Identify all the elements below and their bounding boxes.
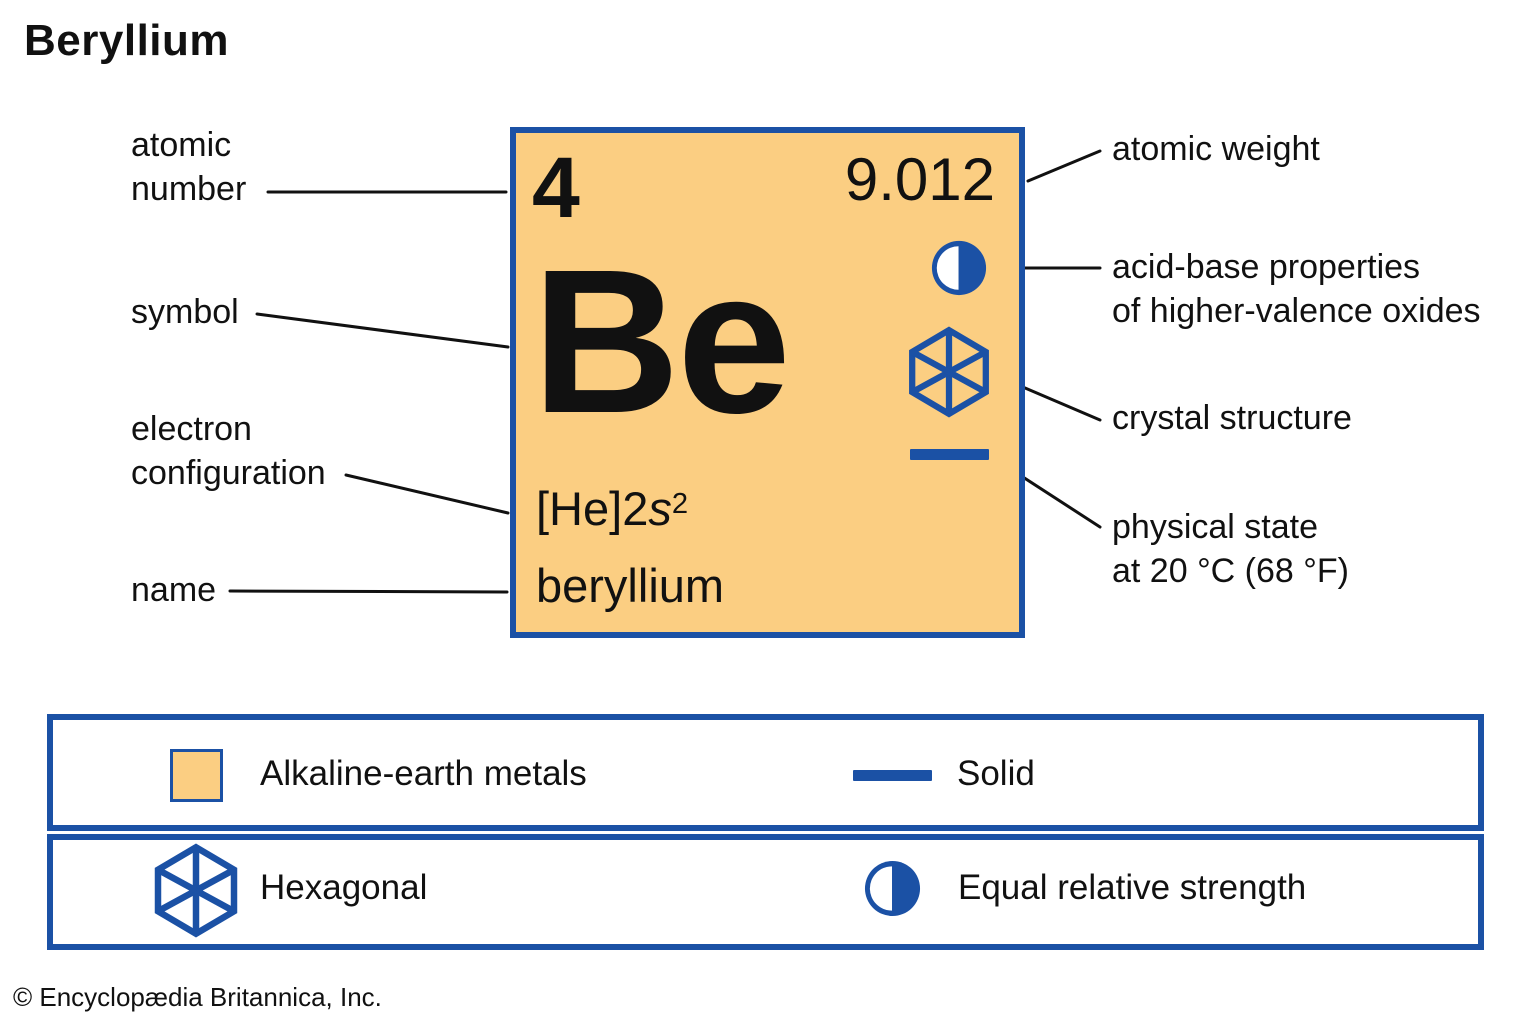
legend-label-solid: Solid: [957, 754, 1035, 793]
econfig-prefix: [He]2: [536, 482, 649, 535]
equal-relative-strength-icon: [864, 860, 921, 917]
hexagon-crystal-icon: [909, 326, 989, 418]
legend-label-equal-relative-strength: Equal relative strength: [958, 868, 1307, 907]
solid-state-line-icon: [910, 449, 989, 460]
element-symbol: Be: [532, 227, 791, 456]
econfig-superscript: 2: [671, 487, 689, 520]
econfig-orbital: s: [648, 482, 672, 535]
page-title: Beryllium: [24, 16, 230, 65]
label-symbol: symbol: [131, 293, 239, 331]
label-acid-base-properties: acid-base properties of higher-valence o…: [1112, 248, 1481, 330]
label-atomic-number: atomic number: [131, 126, 247, 208]
hexagonal-legend-icon: [154, 843, 238, 938]
alkaline-earth-swatch-icon: [170, 749, 223, 802]
copyright-notice: © Encyclopædia Britannica, Inc.: [13, 982, 382, 1012]
half-filled-circle-icon: [931, 240, 987, 296]
legend-row-symbols: Hexagonal Equal relative strength: [47, 834, 1484, 950]
label-crystal-structure: crystal structure: [1112, 399, 1352, 437]
element-card: 4 9.012 Be [He]2s2 beryllium: [510, 127, 1025, 638]
atomic-number-value: 4: [532, 140, 580, 236]
label-name: name: [131, 571, 217, 609]
label-atomic-weight: atomic weight: [1112, 130, 1320, 168]
electron-configuration-value: [He]2s2: [536, 485, 688, 532]
legend-label-hexagonal: Hexagonal: [260, 868, 428, 907]
solid-line-icon: [853, 770, 932, 781]
label-electron-configuration: electron configuration: [131, 410, 326, 492]
element-name: beryllium: [536, 559, 725, 612]
label-physical-state: physical state at 20 °C (68 °F): [1112, 508, 1349, 590]
legend-label-alkaline-earth: Alkaline-earth metals: [260, 754, 587, 793]
legend-row-categories: Alkaline-earth metals Solid: [47, 714, 1484, 831]
atomic-weight-value: 9.012: [844, 146, 995, 213]
